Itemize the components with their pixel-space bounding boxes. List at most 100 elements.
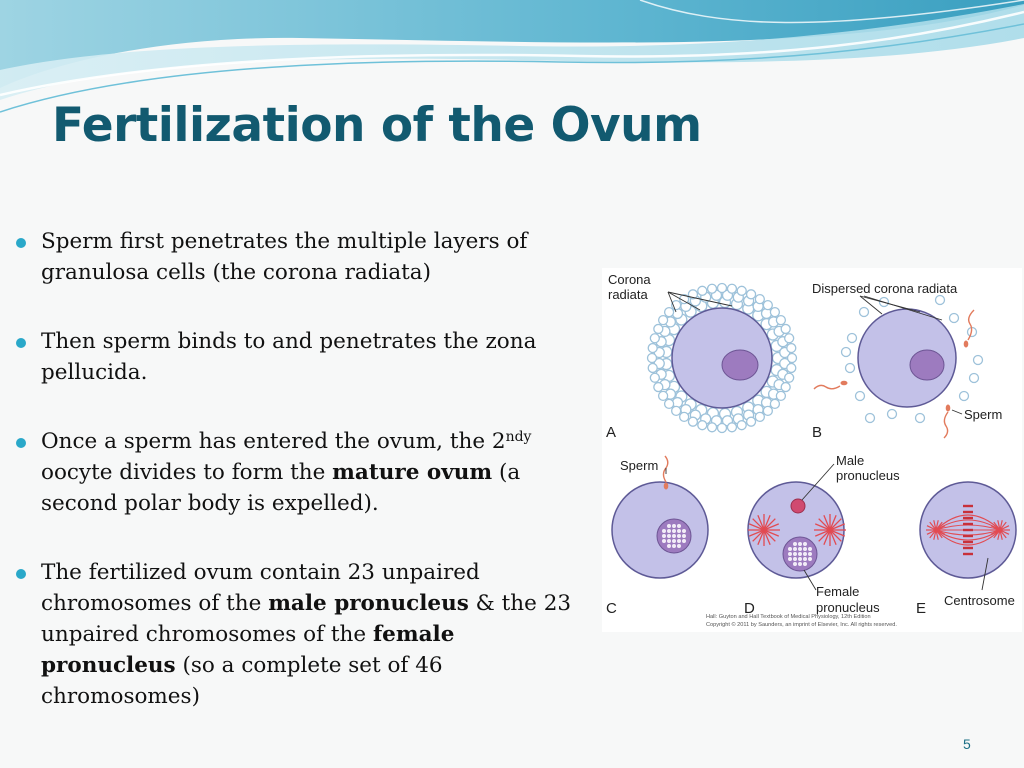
chromosome-dot	[788, 547, 792, 551]
chromosome-dot	[672, 529, 676, 533]
corona-cell	[780, 381, 791, 393]
sperm-head-b1	[840, 380, 848, 386]
spindle-fiber	[814, 529, 831, 537]
spindle-fiber	[823, 514, 831, 531]
spindle-fiber	[829, 529, 842, 542]
aster-ray	[999, 529, 1007, 539]
corona-cell	[786, 362, 797, 374]
label-corona-radiata: radiata	[608, 287, 649, 302]
panel-letter-a: A	[606, 424, 616, 441]
superscript: ndy	[505, 429, 532, 445]
bullet-item: Then sperm binds to and penetrates the z…	[12, 326, 594, 388]
chromosome-dot	[808, 552, 812, 556]
corona-cell	[972, 354, 984, 366]
chromosome-dot	[682, 539, 686, 543]
corona-cell	[745, 416, 757, 427]
corona-cell	[934, 294, 946, 306]
chromosome-dot	[798, 552, 802, 556]
aster-ray	[999, 525, 1010, 531]
sperm-head-c	[663, 482, 669, 490]
corona-cell	[663, 398, 675, 409]
aster-ray	[997, 520, 1001, 531]
corona-cell	[716, 282, 728, 294]
spindle-fiber	[752, 518, 765, 531]
label-male-pronucleus: pronucleus	[836, 468, 900, 483]
corona-cell	[775, 390, 787, 401]
ovum-cell-a	[671, 307, 773, 409]
aster-ray	[999, 521, 1007, 531]
spindle-fiber	[829, 518, 842, 531]
male-pronucleus-d	[790, 498, 806, 514]
corona-cell	[653, 381, 664, 393]
metaphase-spindle-e	[926, 504, 1010, 556]
corona-cell	[726, 422, 738, 433]
aster-ray	[933, 520, 937, 531]
chromosome-dot	[667, 544, 671, 548]
chromosome-dot	[662, 539, 666, 543]
spindle-fiber	[829, 529, 846, 537]
chromosome-dot	[808, 547, 812, 551]
aster-ray	[997, 529, 1001, 540]
label-leader-lines	[665, 291, 989, 591]
bullet-dot-icon	[16, 438, 26, 448]
chromosome-dot	[672, 544, 676, 548]
chromosome-dots-d	[788, 542, 812, 566]
spindle-fiber	[757, 529, 765, 546]
chromosome-dot	[803, 547, 807, 551]
bullet-item: The fertilized ovum contain 23 unpaired …	[12, 557, 594, 712]
aster-ray	[999, 529, 1010, 535]
bullet-list: Sperm first penetrates the multiple laye…	[12, 226, 594, 712]
corona-cell	[679, 411, 690, 423]
corona-cell	[653, 323, 664, 335]
aster-ray	[926, 529, 937, 535]
aster-ray	[929, 521, 937, 531]
spindle-fiber	[757, 514, 765, 531]
sperm-tail-b2	[967, 309, 975, 341]
corona-cell	[663, 307, 675, 318]
corona-radiata-cells	[646, 282, 798, 434]
chromosome-dot	[788, 557, 792, 561]
chromosome-dot	[672, 539, 676, 543]
corona-cell	[958, 390, 970, 402]
label-female-pronucleus: pronucleus	[816, 600, 880, 615]
corona-cell	[784, 333, 795, 344]
corona-cell	[671, 405, 682, 417]
bullet-item: Once a sperm has entered the ovum, the 2…	[12, 426, 594, 519]
panel-letter-c: C	[606, 600, 617, 617]
chromosome-dot	[677, 544, 681, 548]
chromosome-dot	[677, 539, 681, 543]
spindle-fiber	[748, 529, 765, 537]
spindle-fiber	[763, 523, 780, 531]
aster-ray	[999, 529, 1003, 540]
bullet-dot-icon	[16, 238, 26, 248]
sperm-head-b3	[945, 404, 951, 412]
corona-cell	[646, 352, 658, 364]
corona-cell	[657, 315, 669, 326]
spindle-fiber	[763, 529, 780, 537]
corona-cell	[679, 293, 690, 305]
corona-cell	[754, 411, 765, 423]
chromosome-dot	[798, 562, 802, 566]
bullet-text: (so a complete set of 46 chromosomes)	[41, 653, 443, 709]
corona-cell	[687, 416, 699, 427]
corona-cell	[716, 422, 728, 434]
chromosome-dot	[672, 534, 676, 538]
dispersed-corona-cells	[840, 294, 984, 424]
spindle-fiber	[748, 523, 765, 531]
chromosome-dot	[667, 524, 671, 528]
bold-term: mature ovum	[332, 460, 493, 485]
corona-cell	[647, 362, 658, 374]
nucleus-b	[909, 349, 945, 381]
sperm-tail-b3	[943, 411, 949, 439]
chromosome-dot	[793, 557, 797, 561]
header-swoosh-decoration	[0, 0, 1024, 113]
chromosome-dot	[803, 552, 807, 556]
panel-letter-b: B	[812, 424, 822, 441]
chromosome-dot	[667, 529, 671, 533]
panel-letter-e: E	[916, 600, 926, 617]
spindle-fiber	[935, 529, 1001, 541]
spindle-asters-d	[748, 514, 846, 546]
label-male-pronucleus: Male	[836, 453, 864, 468]
corona-cell	[745, 289, 757, 300]
aster-ray	[929, 529, 937, 539]
